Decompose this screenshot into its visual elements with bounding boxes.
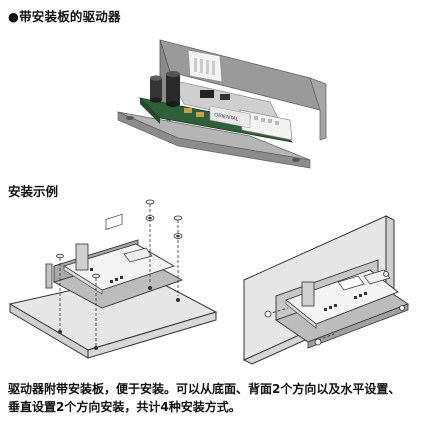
board-marking: ORIENTAL xyxy=(214,112,240,123)
driver-with-mounting-plate-photo: ORIENTAL xyxy=(117,39,327,169)
back-mounting-diagram xyxy=(242,215,409,365)
mounting-description: 驱动器附带安装板，便于安装。可以从底面、背面2个方向以及水平设置、 垂直设置2个… xyxy=(8,380,426,416)
bottom-mounting-diagram xyxy=(8,199,218,359)
mounting-description-line-2: 垂直设置2个方向安装，共计4种安装方式。 xyxy=(8,400,241,414)
mounting-example-heading: 安装示例 xyxy=(8,184,59,199)
mounting-description-line-1: 驱动器附带安装板，便于安装。可以从底面、背面2个方向以及水平设置、 xyxy=(8,382,401,396)
product-heading: ●带安装板的驱动器 xyxy=(8,9,121,24)
